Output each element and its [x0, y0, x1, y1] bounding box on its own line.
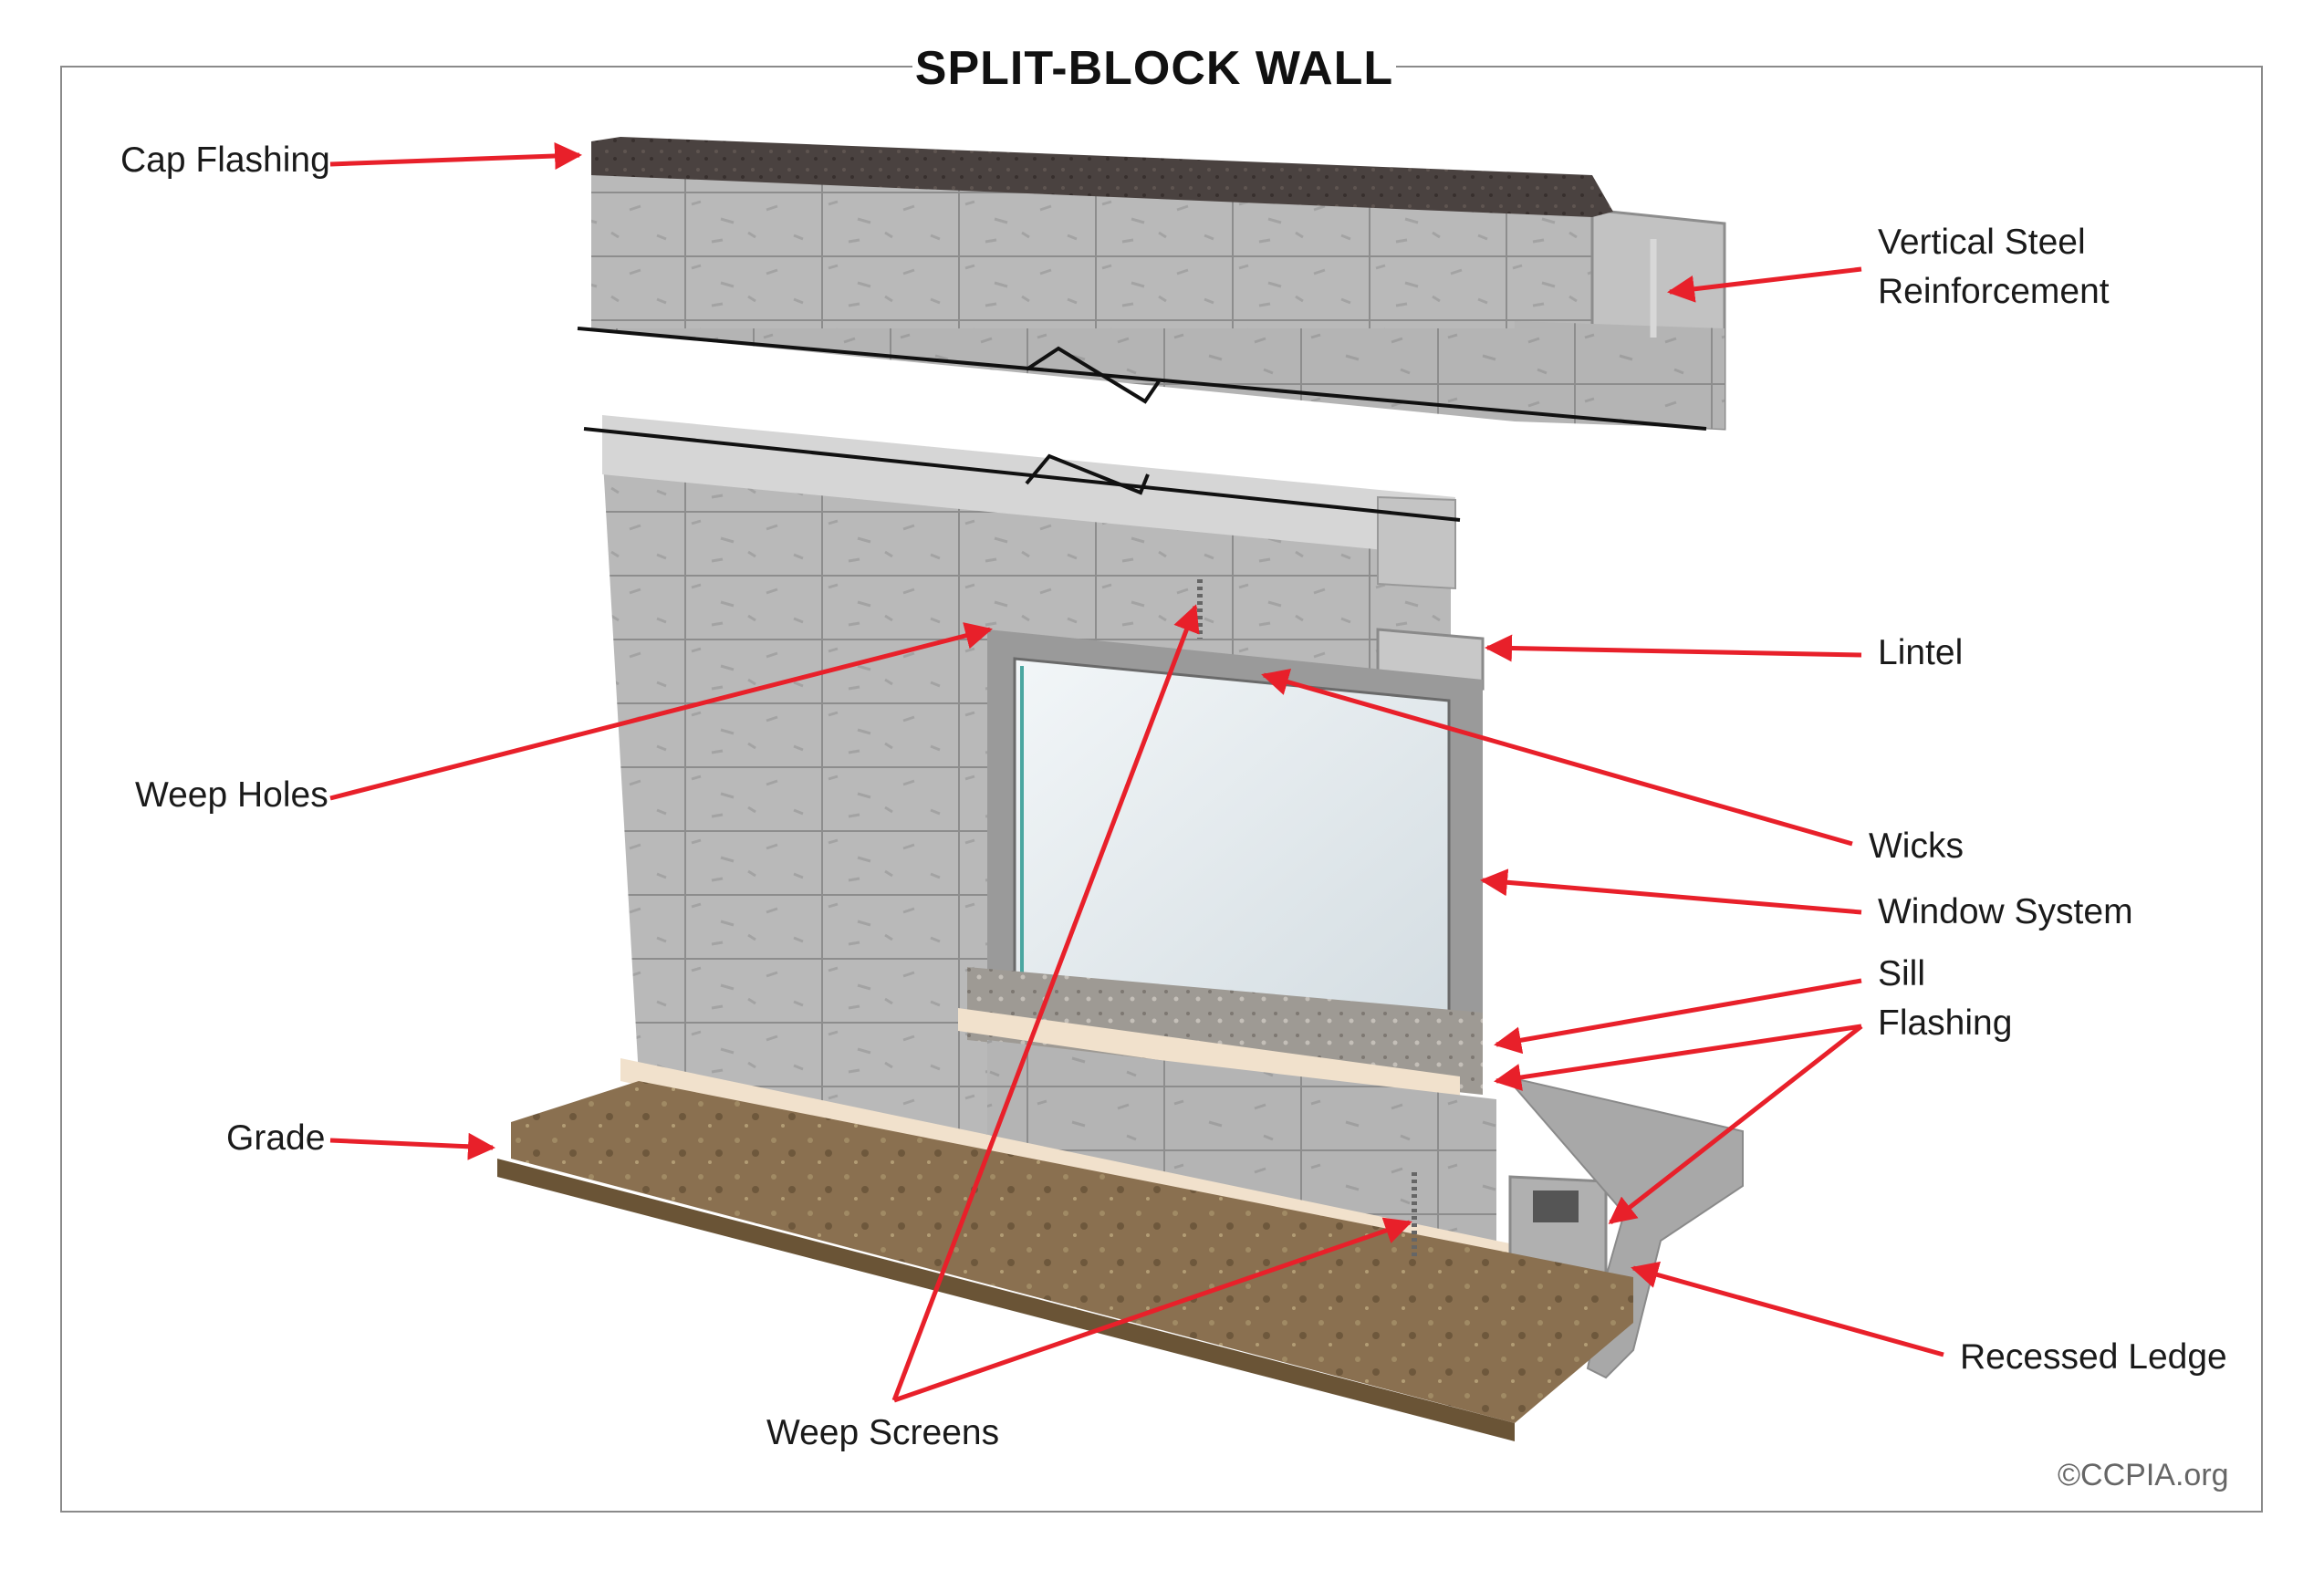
arrow-cap-flashing	[329, 141, 582, 170]
label-recessed-ledge: Recessed Ledge	[1960, 1337, 2227, 1377]
arrow-wicks	[1261, 669, 1853, 847]
label-reinforcement: Reinforcement	[1878, 272, 2110, 311]
window-glass	[1013, 657, 1451, 1022]
upper-wall-block-face	[591, 169, 1592, 328]
label-lintel: Lintel	[1878, 633, 1964, 672]
arrow-window-system	[1480, 868, 1862, 915]
arrow-lintel	[1485, 634, 1862, 662]
arrow-recessed-ledge	[1631, 1261, 1944, 1357]
cap-flashing	[591, 137, 1613, 217]
diagram-title: SPLIT-BLOCK WALL	[914, 42, 1394, 95]
title-background	[912, 36, 1396, 100]
arrow-vertical-steel	[1667, 266, 1862, 303]
arrow-flashing-2	[1608, 1024, 1863, 1224]
arrow-flashing-1	[1494, 1024, 1862, 1091]
copyright-text: ©CCPIA.org	[2058, 1458, 2229, 1492]
recessed-ledge	[1503, 1075, 1744, 1379]
sill-flashing	[958, 1008, 1460, 1104]
label-weep-holes: Weep Holes	[135, 775, 328, 815]
grade	[511, 1081, 1633, 1423]
main-break-line	[583, 427, 1461, 522]
label-wicks: Wicks	[1869, 827, 1964, 866]
arrow-grade	[329, 1132, 495, 1160]
label-grade: Grade	[226, 1118, 326, 1158]
arrow-weep-screens-1	[891, 604, 1200, 1401]
arrow-sill	[1494, 978, 1862, 1055]
main-break-mark	[1025, 453, 1150, 495]
label-vertical-steel: Vertical Steel	[1878, 223, 2086, 262]
arrow-weep-holes	[329, 622, 993, 801]
grade-edge	[497, 1159, 1515, 1441]
label-sill: Sill	[1878, 954, 1926, 993]
lintel-bond-beam	[602, 415, 1455, 556]
lintel-bond-beam-end	[1377, 495, 1456, 590]
label-flashing: Flashing	[1878, 1003, 2013, 1043]
end-block-core	[1533, 1190, 1579, 1222]
upper-break-line	[577, 327, 1707, 431]
upper-wall-end-top	[1515, 321, 1725, 429]
callout-arrows	[329, 141, 1944, 1403]
arrow-weep-screens-2	[893, 1217, 1412, 1403]
label-weep-screens: Weep Screens	[766, 1413, 1000, 1452]
label-window-system: Window System	[1878, 892, 2133, 931]
upper-break-mark	[1025, 346, 1161, 404]
label-cap-flashing: Cap Flashing	[120, 140, 330, 180]
